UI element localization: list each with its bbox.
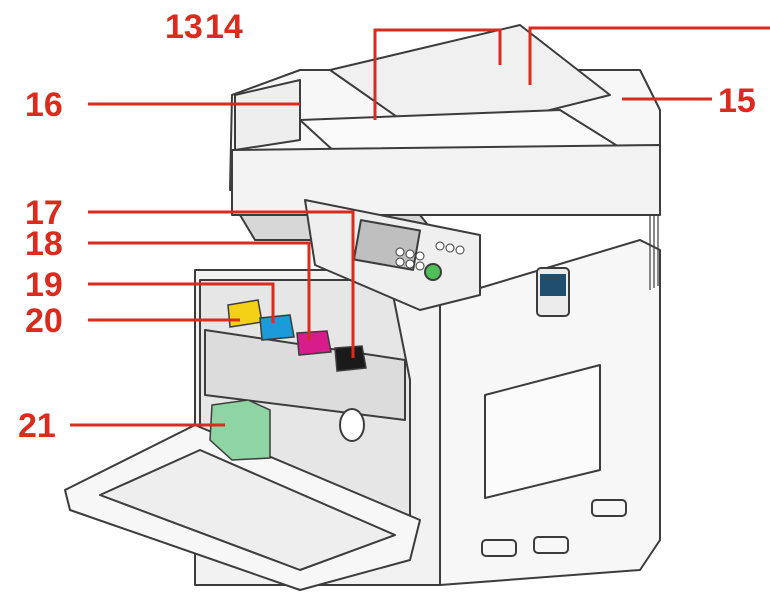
- callout-18: 18: [25, 225, 63, 263]
- cassette-handle-3: [591, 499, 627, 517]
- callout-21: 21: [18, 407, 56, 445]
- keypad-buttons: [395, 241, 465, 271]
- callout-17: 17: [25, 194, 63, 232]
- side-vents: [649, 211, 659, 290]
- cassette-handle-2: [533, 536, 569, 554]
- side-handle-slot: [540, 274, 566, 296]
- cassette-handle-1: [481, 539, 517, 557]
- callout-19: 19: [25, 266, 63, 304]
- callout-numbers: 13 14 15 16 17 18 19 20 21: [18, 8, 756, 445]
- printer-illustration: [64, 24, 661, 591]
- callout-line-19: [88, 282, 275, 323]
- callout-16: 16: [25, 86, 63, 124]
- inner-lever: [339, 408, 365, 442]
- callout-20: 20: [25, 302, 63, 340]
- callout-line-17: [88, 210, 355, 358]
- callout-14: 14: [205, 8, 243, 46]
- callout-13: 13: [165, 8, 203, 46]
- door-inner-panel: [99, 449, 396, 571]
- callout-line-15-top: [528, 26, 770, 85]
- black-toner-cartridge: [334, 345, 367, 372]
- callout-15: 15: [718, 82, 756, 120]
- callout-lines: [70, 26, 770, 427]
- waste-toner-bottle: [209, 399, 271, 461]
- yellow-toner-cartridge: [227, 299, 263, 328]
- scanner-base: [231, 144, 661, 216]
- cyan-toner-cartridge: [259, 314, 295, 341]
- side-access-door: [484, 364, 601, 499]
- adf-left-cover: [234, 79, 301, 151]
- callout-line-13-14: [373, 28, 502, 120]
- control-panel-display: [352, 219, 422, 271]
- magenta-toner-cartridge: [296, 330, 332, 356]
- start-button: [424, 263, 442, 281]
- callout-line-18: [88, 241, 311, 340]
